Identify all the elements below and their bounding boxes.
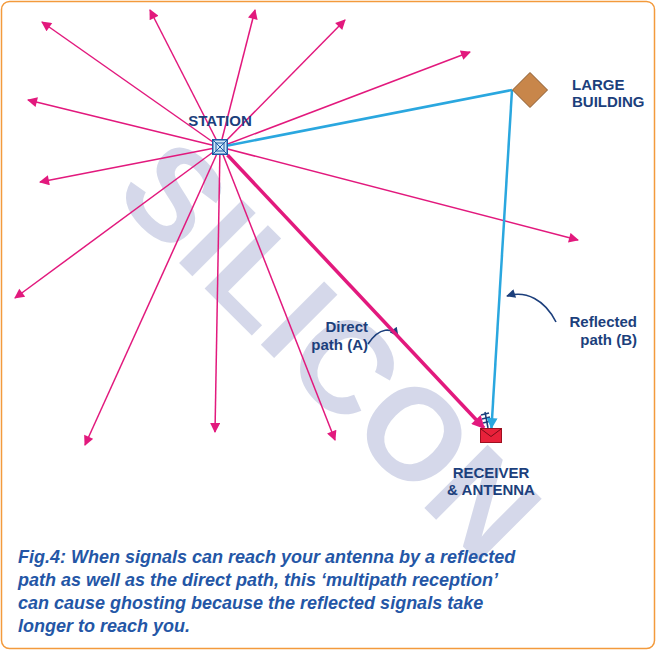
- node-label: STATION: [170, 112, 270, 129]
- reflected-path: [491, 90, 512, 428]
- node-label: RECEIVER & ANTENNA: [446, 464, 536, 498]
- station-outline: [213, 140, 228, 155]
- path-label: Reflected path (B): [555, 313, 637, 349]
- receiver-box-outline: [480, 428, 502, 443]
- building-diamond-outline: [512, 72, 548, 108]
- path-label: Direct path (A): [296, 318, 368, 354]
- reflected-path: [228, 90, 512, 145]
- leader-arrow: [507, 294, 556, 322]
- receiver-shape: [481, 429, 502, 443]
- station-cross: [213, 140, 227, 154]
- building-diamond: LARGE BUILDING: [512, 72, 548, 108]
- building-shape: [513, 73, 548, 108]
- transmitter-station: STATION: [212, 139, 228, 155]
- figure-caption: Fig.4: When signals can reach your anten…: [18, 546, 523, 638]
- signal-ray: [220, 52, 470, 147]
- node-label: LARGE BUILDING: [572, 76, 648, 110]
- transmitter-station-outline: [212, 139, 228, 155]
- receiver-detail: [481, 429, 501, 437]
- receiver-box: RECEIVER & ANTENNA: [480, 428, 502, 443]
